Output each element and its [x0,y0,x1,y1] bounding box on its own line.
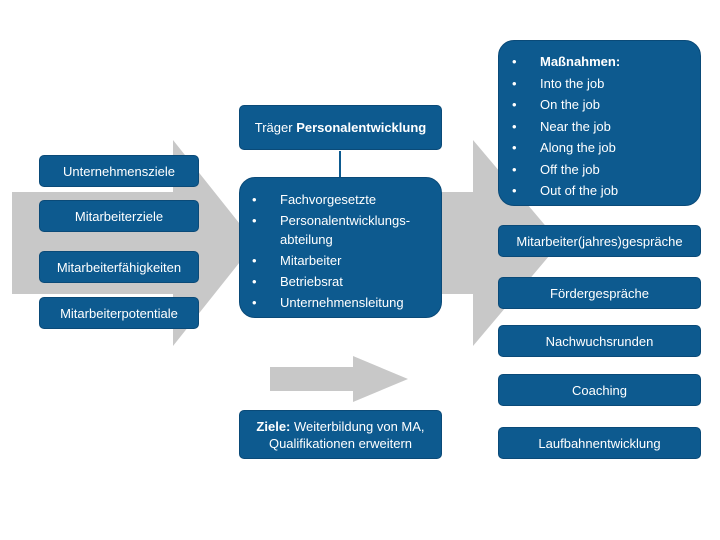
right-box-label: Mitarbeiter(jahres)gespräche [516,233,683,249]
list-item-text: Betriebsrat [280,274,343,289]
center-box: • Fachvorgesetzte • Personalentwicklungs- … [239,177,442,318]
traeger-bold: Personalentwicklung [296,120,427,135]
list-item-text: Along the job [540,140,616,155]
bullet-icon: • [252,274,257,289]
right-box-label: Nachwuchsrunden [545,333,654,349]
list-item-text: Fachvorgesetzte [280,192,377,207]
ziele-label: Ziele: Weiterbildung von MA, Qualifikati… [256,418,424,452]
bullet-icon: • [512,75,517,91]
traeger-prefix: Träger [254,120,297,135]
left-box-label: Mitarbeiterfähigkeiten [56,259,182,275]
list-item: • Maßnahmen: [512,51,620,73]
list-item-text: Off the job [540,161,600,177]
ziele-text: Weiterbildung von MA, Qualifikationen er… [268,418,425,451]
right-box-label: Fördergespräche [550,285,649,301]
left-box-mitarbeiterpotentiale: Mitarbeiterpotentiale [39,297,199,329]
bullet-icon: • [512,140,517,155]
list-item: • Unternehmensleitung [252,293,410,312]
bullet-icon: • [252,192,257,207]
bullet-icon: • [512,161,517,177]
bullet-icon: • [252,213,257,228]
traeger-box: Träger Personalentwicklung [239,105,442,150]
left-box-mitarbeiterfaehigkeiten: Mitarbeiterfähigkeiten [39,251,199,283]
small-arrow [270,356,408,402]
list-item: • Personalentwicklungs- abteilung [252,211,410,249]
list-item-text: Unternehmensleitung [280,295,404,310]
list-item: • Off the job [512,159,620,181]
left-box-unternehmensziele: Unternehmensziele [39,155,199,187]
massnahmen-list: • Maßnahmen: • Into the job • On the job • N… [512,51,620,202]
massnahmen-title: Maßnahmen: [540,54,621,69]
ziele-box: Ziele: Weiterbildung von MA, Qualifikati… [239,410,442,459]
list-item: • On the job [512,94,620,116]
list-item: • Near the job [512,116,620,138]
list-item-text: On the job [540,97,600,112]
right-box-mitarbeitergespraeche: Mitarbeiter(jahres)gespräche [498,225,701,257]
left-box-label: Unternehmensziele [62,163,175,179]
bullet-icon: • [512,54,517,69]
right-box-label: Laufbahnentwicklung [538,435,661,451]
left-big-arrow [12,140,255,346]
traeger-label: Träger Personalentwicklung [255,119,426,136]
bullet-icon: • [252,253,257,268]
list-item-text: Personalentwicklungs- abteilung [280,213,411,247]
list-item-text: Out of the job [540,183,619,198]
list-item: • Out of the job [512,180,620,202]
right-box-coaching: Coaching [498,374,701,406]
right-box-label: Coaching [572,382,627,398]
left-box-label: Mitarbeiterpotentiale [60,305,178,321]
list-item: • Along the job [512,137,620,159]
right-box-laufbahnentwicklung: Laufbahnentwicklung [498,427,701,459]
traeger-list: • Fachvorgesetzte • Personalentwicklungs- … [252,190,410,314]
bullet-icon: • [512,183,517,198]
bullet-icon: • [252,295,257,310]
bullet-icon: • [512,97,517,112]
left-box-mitarbeiterziele: Mitarbeiterziele [39,200,199,232]
list-item: • Into the job [512,73,620,95]
list-item-text: Into the job [540,75,605,91]
massnahmen-box: • Maßnahmen: • Into the job • On the job • N… [498,40,701,206]
list-item: • Mitarbeiter [252,251,410,270]
list-item: • Betriebsrat [252,272,410,291]
bullet-icon: • [512,118,517,134]
list-item-text: Mitarbeiter [280,253,342,268]
ziele-bold: Ziele: [256,418,291,434]
left-box-label: Mitarbeiterziele [74,208,164,224]
right-box-foerdergespraeche: Fördergespräche [498,277,701,309]
list-item-text: Near the job [540,118,611,134]
right-box-nachwuchsrunden: Nachwuchsrunden [498,325,701,357]
list-item: • Fachvorgesetzte [252,190,410,209]
